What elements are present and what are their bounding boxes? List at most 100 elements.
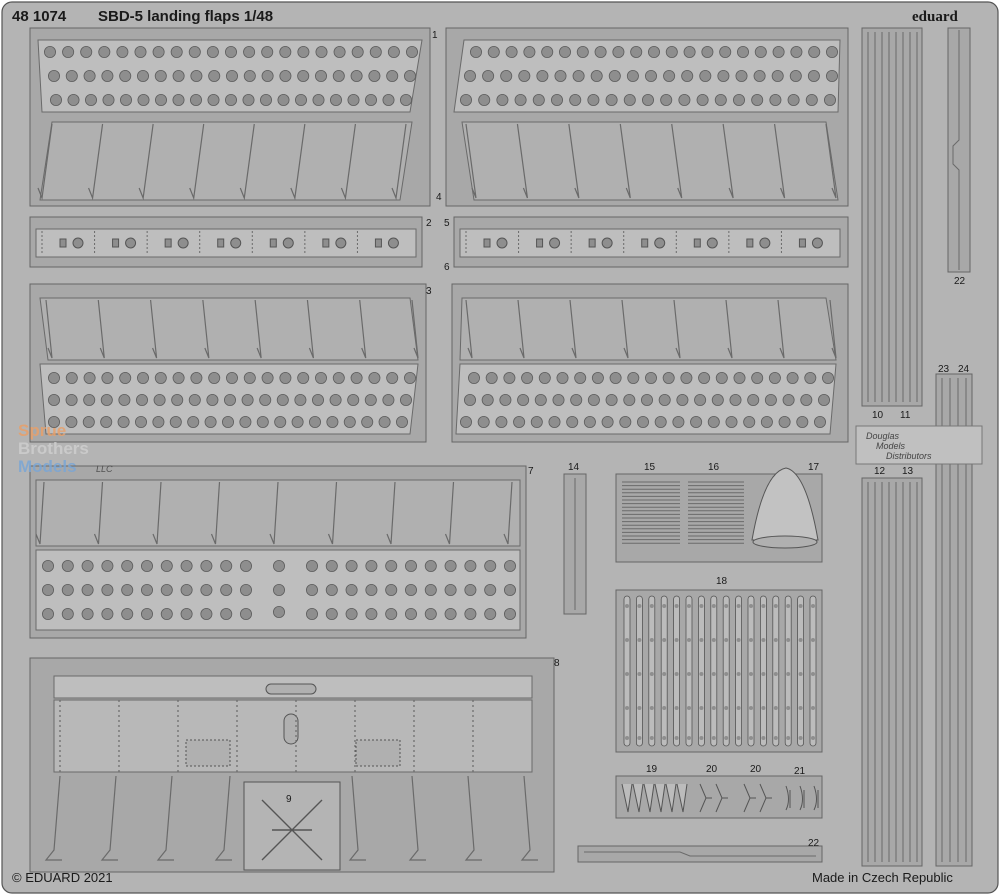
hinge-hole	[625, 638, 629, 642]
perforation-hole	[751, 371, 764, 384]
perforation-hole	[444, 560, 457, 573]
hinge-hole	[662, 638, 667, 642]
perforation-hole	[814, 415, 827, 428]
perforation-hole	[261, 46, 274, 59]
part-14-strip	[563, 473, 587, 615]
perforation-hole	[261, 371, 274, 384]
perforation-hole	[800, 393, 813, 406]
bay-fin	[520, 775, 538, 861]
flap-rib	[829, 299, 837, 359]
perforation-hole	[385, 584, 398, 597]
hinge-hole	[637, 604, 642, 608]
flap-rib	[722, 123, 734, 199]
perforation-hole	[523, 46, 536, 59]
hinge-hole	[674, 604, 679, 608]
flap-rib	[290, 123, 306, 201]
hinge-hole	[649, 736, 654, 740]
perforation-hole	[464, 584, 477, 597]
perforation-hole	[518, 70, 531, 83]
perforation-hole	[200, 584, 213, 597]
strip-slot	[322, 238, 330, 248]
hinge-hole	[786, 638, 791, 642]
perforation-hole	[541, 46, 554, 59]
perforation-hole	[239, 608, 252, 621]
perforation-hole	[297, 46, 310, 59]
hinge-hole	[798, 604, 803, 608]
perforation-hole	[711, 393, 724, 406]
perforation-hole	[61, 560, 74, 573]
perforation-hole	[538, 371, 551, 384]
perforation-hole	[369, 46, 382, 59]
perforation-hole	[469, 46, 482, 59]
small-part-20	[743, 783, 756, 813]
perforation-hole	[220, 560, 233, 573]
perforation-hole	[665, 46, 678, 59]
perforation-hole	[551, 94, 564, 107]
perforation-hole	[221, 415, 234, 428]
perforation-hole	[444, 584, 457, 597]
perforation-hole	[824, 94, 837, 107]
perforation-hole	[220, 608, 233, 621]
perforation-hole	[239, 560, 252, 573]
perforation-hole	[556, 371, 569, 384]
perforation-hole	[404, 584, 417, 597]
hinge-hole	[773, 638, 778, 642]
product-title: SBD-5 landing flaps 1/48	[98, 8, 273, 25]
part-12-13-strips	[861, 477, 923, 867]
perforation-hole	[735, 70, 748, 83]
perforation-hole	[503, 371, 516, 384]
perforation-hole	[67, 94, 80, 107]
flap-rib	[671, 123, 683, 199]
label-part-15: 15	[644, 462, 656, 473]
perforation-hole	[294, 393, 307, 406]
perforation-hole	[662, 371, 675, 384]
hinge-hole	[625, 706, 629, 710]
watermark-suffix: LLC	[96, 464, 113, 474]
perforation-hole	[822, 371, 835, 384]
flap-rib	[516, 123, 529, 199]
perforation-hole	[818, 393, 831, 406]
perforation-hole	[62, 46, 75, 59]
perforation-hole	[101, 371, 114, 384]
perforation-hole	[658, 393, 671, 406]
perforation-hole	[121, 560, 134, 573]
hinge-hole	[674, 672, 679, 676]
perforation-hole	[583, 415, 596, 428]
perforation-hole	[559, 46, 572, 59]
small-part-19	[665, 783, 677, 813]
perforation-hole	[153, 393, 166, 406]
perforation-hole	[601, 415, 614, 428]
hinge-hole	[687, 736, 691, 740]
perforation-hole	[121, 608, 134, 621]
perforation-hole	[325, 608, 338, 621]
hinge-hole	[625, 672, 629, 676]
perforation-hole	[333, 46, 346, 59]
perforation-hole	[48, 70, 61, 83]
perforation-hole	[676, 393, 689, 406]
bay-fin	[348, 775, 366, 861]
perforation-hole	[140, 608, 153, 621]
perforation-hole	[463, 70, 476, 83]
perforation-hole	[101, 608, 114, 621]
flap-rib	[444, 481, 455, 545]
perforation-hole	[790, 46, 803, 59]
hinge-strip	[760, 595, 767, 747]
copyright-text: © EDUARD 2021	[12, 870, 113, 885]
perforation-hole	[808, 46, 821, 59]
hinge-hole	[625, 604, 629, 608]
label-part-11: 11	[900, 410, 911, 421]
perforation-hole	[696, 94, 709, 107]
hinge-hole	[637, 672, 642, 676]
perforation-hole	[365, 608, 378, 621]
hinge-hole	[811, 736, 815, 740]
perforation-hole	[608, 70, 621, 83]
perforation-hole	[365, 584, 378, 597]
strip-hole	[282, 237, 294, 249]
perforation-hole	[180, 560, 193, 573]
perforation-hole	[513, 415, 526, 428]
hinge-hole	[736, 706, 741, 710]
perforation-hole	[116, 46, 129, 59]
strip-slot	[59, 238, 67, 248]
perforation-hole	[365, 560, 378, 573]
